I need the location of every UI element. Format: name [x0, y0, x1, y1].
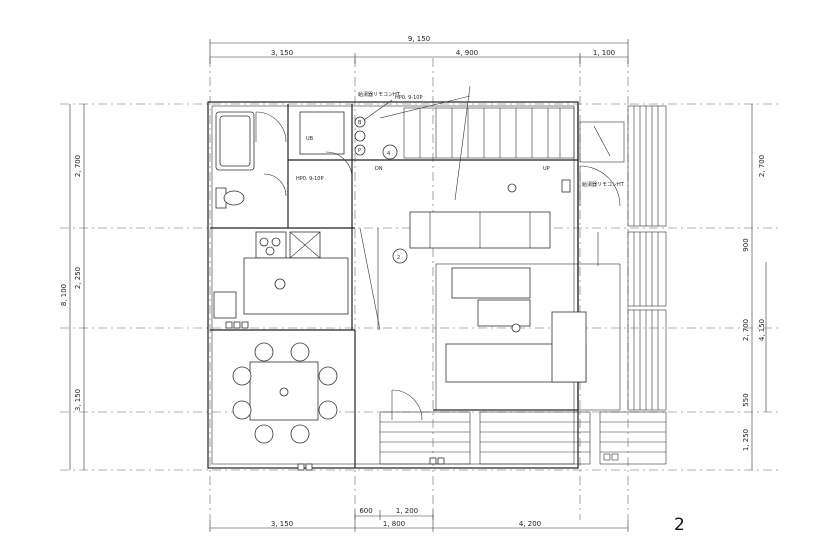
right-dimension-lines [751, 104, 767, 470]
page-number: 2 [674, 515, 685, 535]
dim-bottom-600: 600 [359, 507, 372, 515]
note-top: 給湯器リモコンHT [358, 91, 401, 98]
bathroom [215, 111, 287, 171]
dim-right-inner: 4, 150 [758, 319, 766, 341]
kitchen [213, 231, 349, 329]
note-right: 給湯器リモコンHT [582, 181, 625, 188]
dim-right-5: 1, 250 [742, 429, 750, 451]
toilet [215, 173, 287, 209]
mark-b: B [358, 120, 362, 126]
dim-left-total: 8, 100 [60, 284, 68, 306]
living-room: 2 [359, 211, 621, 411]
hp-top-label: HP0. 9-10P [395, 95, 423, 101]
label-up: UP [543, 166, 550, 172]
entrance [297, 389, 445, 471]
dim-right-1: 2, 700 [758, 155, 766, 177]
room-number-4: 4 [387, 151, 390, 157]
hp-mid-label: HP0. 9-10P [296, 176, 324, 182]
dim-left-3: 3, 150 [74, 389, 82, 411]
dim-bottom-4200: 4, 200 [519, 520, 541, 528]
dim-top-1: 3, 150 [271, 49, 293, 57]
dim-right-4: 550 [742, 393, 750, 406]
dim-top-2: 4, 900 [456, 49, 478, 57]
dim-top-3: 1, 100 [593, 49, 615, 57]
dim-right-2: 900 [742, 238, 750, 251]
dim-bottom-1800: 1, 800 [383, 520, 405, 528]
dim-left-1: 2, 700 [74, 155, 82, 177]
dim-bottom-3150: 3, 150 [271, 520, 293, 528]
dim-bottom-1200: 1, 200 [396, 507, 418, 515]
label-ub: UB [306, 136, 314, 142]
bottom-dimension-lines [209, 510, 629, 532]
dim-left-2: 2, 250 [74, 267, 82, 289]
dining-set [232, 342, 338, 444]
right-deck [579, 105, 667, 461]
top-dimension-lines [209, 39, 629, 64]
washroom: B P UB HP0. 9-10P HP0. 9-10P 給湯器リモコンHT [296, 91, 471, 182]
dim-right-3: 2, 700 [742, 319, 750, 341]
mark-p: P [358, 148, 361, 154]
bottom-deck [379, 411, 667, 465]
room-number-2: 2 [397, 255, 400, 261]
label-dn: DN [375, 166, 383, 172]
left-dimension-lines [69, 104, 85, 470]
dim-top-total: 9, 150 [408, 35, 430, 43]
stairs: 4 DN UP 給湯器リモコンHT [375, 85, 625, 201]
